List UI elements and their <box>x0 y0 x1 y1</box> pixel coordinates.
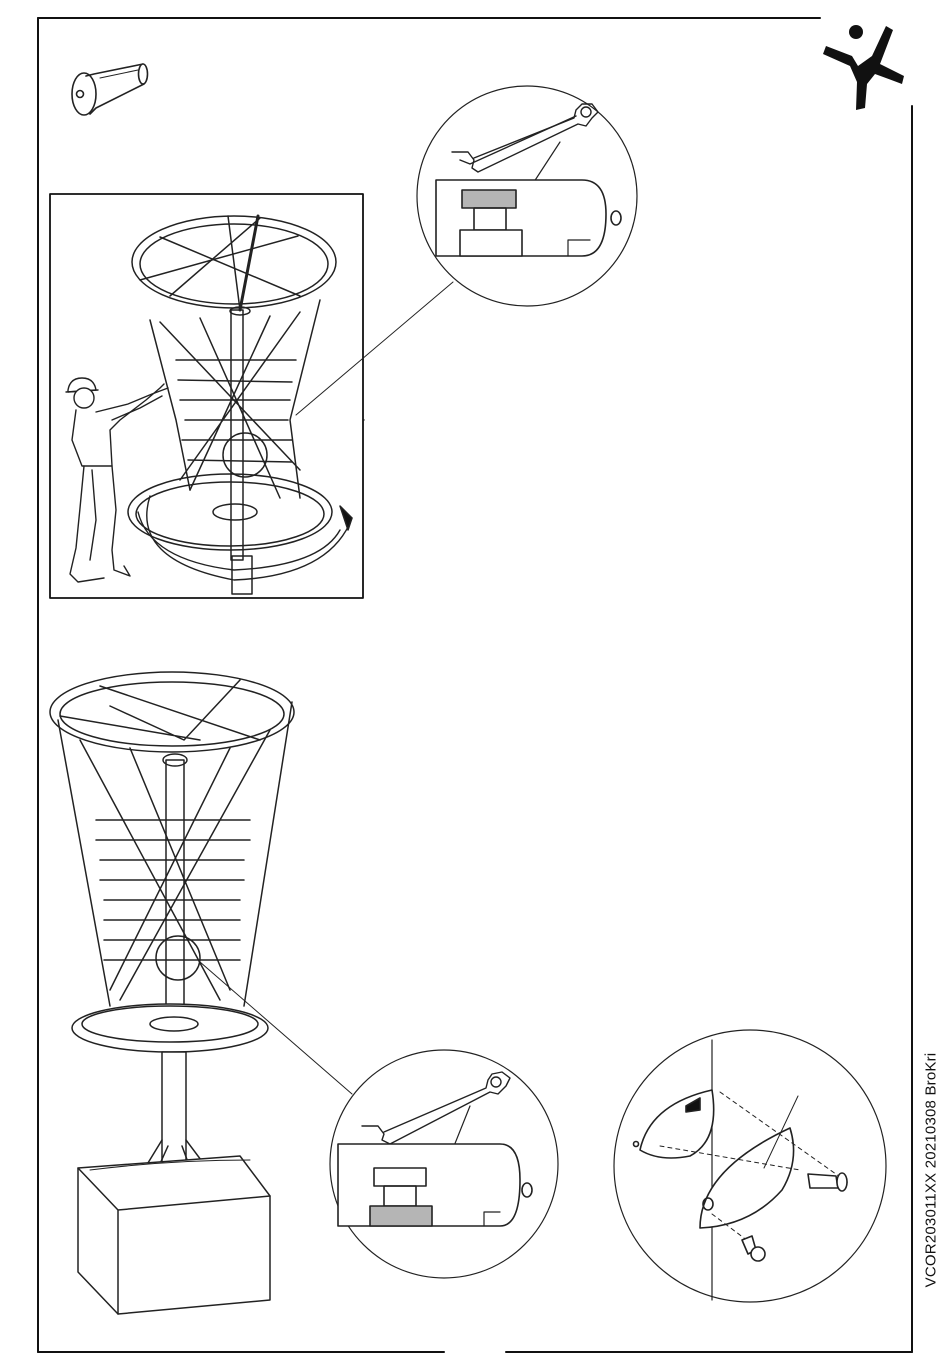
step-two-illustration <box>50 672 352 1314</box>
cap-screw-assembly-detail <box>614 1030 886 1302</box>
button-head-bolt-icon <box>72 64 148 115</box>
document-code-text: VCOR203011XX 20210308 BroKri <box>923 1053 940 1288</box>
wrench-tighten-nut-detail-bottom <box>330 420 558 1278</box>
wrench-tighten-nut-detail-top <box>417 86 637 306</box>
wrench-icon <box>362 420 510 1144</box>
step-one-panel <box>50 194 453 598</box>
cap-bolt-icon <box>808 1173 847 1191</box>
jumping-figure-logo-icon <box>823 25 904 110</box>
document-code: VCOR203011XX 20210308 BroKri <box>911 1030 950 1310</box>
